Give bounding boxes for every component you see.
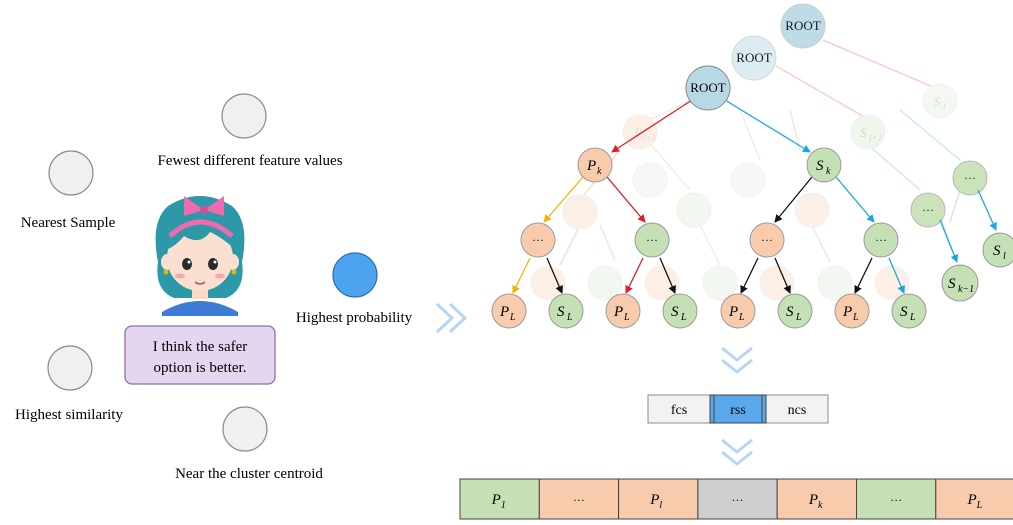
node-ellipsis-3: ··· <box>749 222 785 258</box>
sequence-cell: P1 <box>459 478 540 520</box>
selector-option-ncs[interactable]: ncs <box>788 403 807 418</box>
node-ellipsis-4: ··· <box>863 222 899 258</box>
strategy-nearest-sample: Nearest Sample <box>21 150 116 231</box>
svg-text:k: k <box>826 166 831 177</box>
faded-node-sub: l+1 <box>869 133 882 143</box>
flow-chevron-right-icon <box>435 302 468 334</box>
speech-line-1: I think the safer <box>153 339 248 355</box>
strategy-circle <box>48 150 94 196</box>
sequence-cell: ··· <box>856 478 937 520</box>
sequence-cell: ··· <box>697 478 778 520</box>
svg-text:S: S <box>786 304 794 320</box>
strategy-highest-similarity: Highest similarity <box>15 345 123 423</box>
faded-node-sub: l <box>943 102 946 112</box>
svg-text:···: ··· <box>875 233 887 247</box>
svg-text:L: L <box>795 312 802 323</box>
strategy-circle <box>47 345 93 391</box>
node-ellipsis: ··· <box>964 171 976 185</box>
sequence-cell-label: ··· <box>732 493 744 507</box>
tree-edges <box>512 99 997 294</box>
strategy-fewest: Fewest different feature values <box>157 93 343 169</box>
leaf-s-L-3: S L <box>777 293 813 329</box>
selected-strategy-dot <box>332 252 378 298</box>
root-label: ROOT <box>785 18 820 33</box>
svg-text:P: P <box>613 304 623 320</box>
root-label: ROOT <box>736 50 771 65</box>
node-ellipsis-1: ··· <box>520 222 556 258</box>
svg-text:P: P <box>842 304 852 320</box>
svg-text:P: P <box>586 158 596 174</box>
sequence-cell-label: ··· <box>573 493 585 507</box>
svg-text:L: L <box>623 312 630 323</box>
svg-text:L: L <box>680 312 687 323</box>
strategy-label: Highest similarity <box>15 407 123 423</box>
leaf-p-L-1: P L <box>491 293 527 329</box>
svg-text:L: L <box>566 312 573 323</box>
sequence-cell: PL <box>935 478 1013 520</box>
strategy-selector: fcs rss ncs <box>647 394 829 424</box>
speech-line-2: option is better. <box>154 360 247 376</box>
svg-text:S: S <box>900 304 908 320</box>
root-label: ROOT <box>690 80 725 95</box>
selector-option-rss-label: rss <box>730 403 746 418</box>
tree-root-node: ROOT <box>685 65 731 111</box>
faded-node-label: P <box>633 125 642 140</box>
sequence-cell-label: Pl <box>649 492 662 511</box>
leaf-p-L-3: P L <box>720 293 756 329</box>
node-s-k: S k <box>806 147 842 183</box>
svg-text:···: ··· <box>646 233 658 247</box>
girl-avatar <box>155 196 245 316</box>
strategy-label: Highest probability <box>296 310 413 326</box>
svg-text:L: L <box>738 312 745 323</box>
leaf-p-L-4: P L <box>834 293 870 329</box>
leaf-s-L-2: S L <box>662 293 698 329</box>
output-sequence: P1 ··· Pl ··· Pk ··· PL <box>459 478 1013 520</box>
svg-text:···: ··· <box>761 233 773 247</box>
strategy-label: Near the cluster centroid <box>175 466 323 482</box>
node-p-k: P k <box>577 147 613 183</box>
sequence-cell: Pl <box>618 478 699 520</box>
selector-option-rss[interactable] <box>709 394 767 424</box>
flow-chevron-down-icon <box>721 346 753 374</box>
strategy-label: Nearest Sample <box>21 215 116 231</box>
node-ellipsis-2: ··· <box>634 222 670 258</box>
node-ellipsis: ··· <box>922 203 934 217</box>
svg-text:S: S <box>948 276 956 292</box>
sequence-cell: ··· <box>538 478 620 520</box>
node-s-k-minus-1: S k−1 <box>941 264 979 302</box>
strategy-circle <box>221 93 267 139</box>
speech-bubble: I think the safer option is better. <box>124 325 276 385</box>
flow-chevron-down-icon-2 <box>721 438 753 466</box>
svg-text:S: S <box>993 243 1001 259</box>
svg-text:k−1: k−1 <box>958 284 974 295</box>
faded-tree-layers: ROOT ROOT P l+1 S l+1 S l ··· <box>530 3 988 301</box>
svg-text:L: L <box>852 312 859 323</box>
svg-text:L: L <box>509 312 516 323</box>
strategy-near-centroid: Near the cluster centroid <box>175 406 323 482</box>
svg-text:···: ··· <box>532 233 544 247</box>
leaf-s-L-1: S L <box>548 293 584 329</box>
node-s-l: S l <box>982 232 1013 268</box>
strategy-circle <box>222 406 268 452</box>
selector-option-fcs[interactable]: fcs <box>671 403 687 418</box>
strategy-label: Fewest different feature values <box>157 153 342 169</box>
svg-text:l: l <box>1003 251 1006 262</box>
sequence-cell: Pk <box>776 478 858 520</box>
leaf-s-L-4: S L <box>891 293 927 329</box>
strategy-highest-probability: Highest probability <box>296 252 413 326</box>
svg-text:P: P <box>499 304 509 320</box>
svg-text:L: L <box>909 312 916 323</box>
svg-text:S: S <box>557 304 565 320</box>
svg-text:S: S <box>816 158 824 174</box>
sequence-cell-label: ··· <box>890 493 902 507</box>
svg-text:S: S <box>671 304 679 320</box>
svg-text:k: k <box>597 166 602 177</box>
faded-node-sub: l+1 <box>643 133 656 143</box>
leaf-p-L-2: P L <box>605 293 641 329</box>
svg-text:P: P <box>728 304 738 320</box>
faded-node-label: S <box>860 125 867 140</box>
faded-node-label: S <box>934 94 941 109</box>
